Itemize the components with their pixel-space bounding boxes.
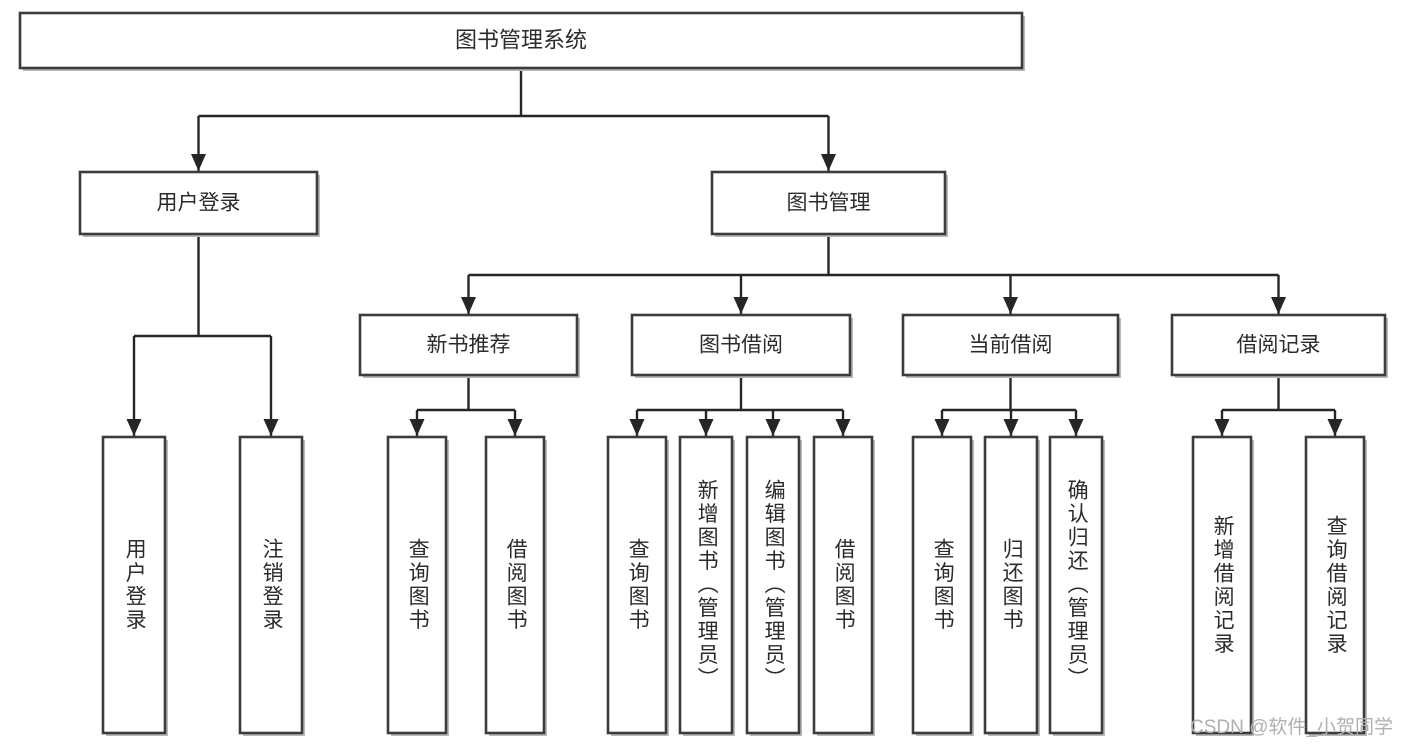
level3-node-2[interactable] <box>901 313 1120 377</box>
arrow-head-icon-level3-3 <box>1271 297 1286 314</box>
leaf-node-0[interactable] <box>101 435 167 735</box>
arrow-head-icon-leaf-0 <box>126 419 142 436</box>
arrow-head-icon-leaf-9 <box>1003 419 1019 436</box>
arrow-head-icon-leaf-2 <box>409 419 425 436</box>
level3-node-2-label: 当前借阅 <box>969 334 1053 357</box>
leaf-node-7[interactable] <box>812 435 874 735</box>
watermark: CSDN @软件_小贺同学 <box>1190 717 1393 738</box>
arrow-head-icon-leaf-6 <box>765 419 781 436</box>
arrow-head-icon-leaf-7 <box>835 419 851 436</box>
leaf-node-9[interactable] <box>983 435 1039 735</box>
leaf-node-6[interactable] <box>745 435 801 735</box>
connector-lines <box>126 68 1343 436</box>
arrow-head-icon-leaf-4 <box>629 419 645 436</box>
root-node-图书管理系统[interactable] <box>18 11 1024 70</box>
arrow-head-icon-leaf-12 <box>1327 419 1343 436</box>
leaf-node-2[interactable] <box>386 435 448 735</box>
leaf-node-12[interactable] <box>1304 435 1366 735</box>
leaf-node-1[interactable] <box>238 435 304 735</box>
level3-node-3[interactable] <box>1170 313 1387 377</box>
level2-node-1[interactable] <box>710 170 947 236</box>
arrow-head-icon-level2-0 <box>191 154 206 171</box>
level3-node-0-label: 新书推荐 <box>427 334 511 357</box>
leaf-node-3[interactable] <box>484 435 546 735</box>
root-node-图书管理系统-label: 图书管理系统 <box>455 27 587 52</box>
arrow-head-icon-level2-1 <box>821 154 836 171</box>
arrow-head-icon-level3-1 <box>733 297 749 314</box>
level3-node-0[interactable] <box>358 313 579 377</box>
level2-node-0-label: 用户登录 <box>157 192 241 215</box>
arrow-head-icon-leaf-11 <box>1214 419 1230 436</box>
arrow-head-icon-level3-2 <box>1003 297 1018 314</box>
arrow-head-icon-leaf-3 <box>507 419 523 436</box>
node-boxes <box>18 11 1388 736</box>
level3-node-1-label: 图书借阅 <box>699 334 783 357</box>
level2-node-1-label: 图书管理 <box>787 192 871 215</box>
leaf-node-5[interactable] <box>678 435 734 735</box>
leaf-node-11[interactable] <box>1191 435 1253 735</box>
arrow-head-icon-leaf-8 <box>934 419 950 436</box>
arrow-head-icon-leaf-5 <box>698 419 714 436</box>
arrow-head-icon-leaf-10 <box>1068 419 1084 436</box>
leaf-node-8[interactable] <box>911 435 973 735</box>
arrow-head-icon-level3-0 <box>461 297 476 314</box>
level3-node-1[interactable] <box>630 313 852 377</box>
level2-node-0[interactable] <box>78 170 319 236</box>
arrow-head-icon-leaf-1 <box>263 419 279 436</box>
leaf-node-10[interactable] <box>1048 435 1104 735</box>
leaf-node-4[interactable] <box>606 435 668 735</box>
level3-node-3-label: 借阅记录 <box>1237 334 1321 357</box>
